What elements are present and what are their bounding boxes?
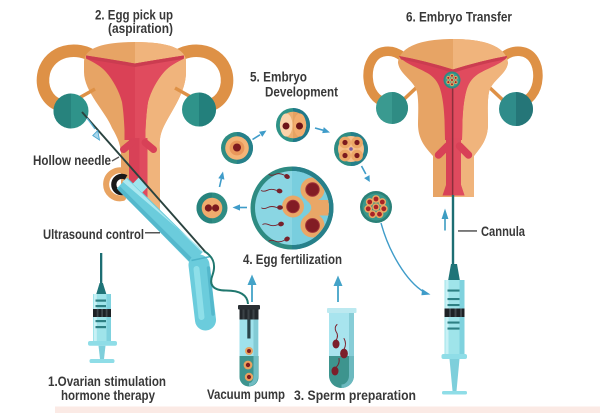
- svg-text:6. Embryo Transfer: 6. Embryo Transfer: [406, 10, 513, 25]
- svg-text:Hollow needle: Hollow needle: [33, 153, 111, 168]
- svg-text:Vacuum pump: Vacuum pump: [207, 387, 285, 402]
- svg-text:3. Sperm preparation: 3. Sperm preparation: [294, 388, 416, 403]
- svg-text:5. Embryo: 5. Embryo: [250, 70, 307, 85]
- svg-text:Development: Development: [265, 85, 338, 100]
- svg-text:2. Egg pick up: 2. Egg pick up: [95, 8, 173, 23]
- svg-text:Cannula: Cannula: [481, 224, 525, 239]
- svg-text:(aspiration): (aspiration): [108, 21, 173, 36]
- svg-text:4. Egg fertilization: 4. Egg fertilization: [243, 252, 342, 267]
- svg-text:1.Ovarian stimulation: 1.Ovarian stimulation: [48, 374, 166, 389]
- svg-text:hormone therapy: hormone therapy: [61, 388, 155, 403]
- svg-text:Ultrasound control: Ultrasound control: [43, 227, 144, 242]
